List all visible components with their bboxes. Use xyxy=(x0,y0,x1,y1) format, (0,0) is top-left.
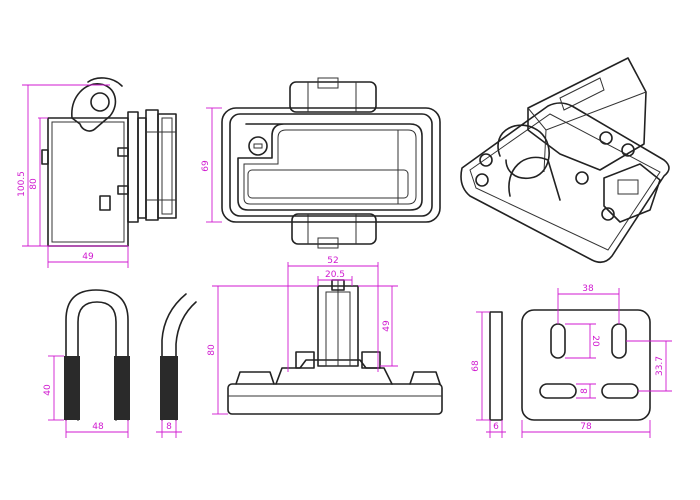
dim-plate-slot-span: 38 xyxy=(582,284,594,294)
dim-plate-slot-gap: 33.7 xyxy=(655,356,665,376)
dim-side-height-total: 100.5 xyxy=(17,171,27,197)
dim-plate-width: 78 xyxy=(580,422,592,432)
dim-side-height-body: 80 xyxy=(29,178,39,190)
dim-side-width: 49 xyxy=(82,252,94,262)
u-bolt-view: 40 48 8 xyxy=(43,289,197,438)
dim-section-post: 49 xyxy=(382,320,392,332)
dim-plate-thick: 6 xyxy=(493,422,499,432)
dim-section-inner: 20.5 xyxy=(325,270,345,280)
dim-plate-slot-len: 20 xyxy=(590,335,600,347)
dim-section-height: 80 xyxy=(207,344,217,356)
side-view: 100.5 80 49 xyxy=(17,77,177,268)
dim-plate-height: 68 xyxy=(471,360,481,372)
isometric-view xyxy=(460,57,670,264)
dim-front-height: 69 xyxy=(201,160,211,172)
front-view: 69 xyxy=(201,77,441,249)
mounting-plate-view: 38 20 33.7 8 68 6 78 xyxy=(471,284,672,438)
dim-plate-slot-w: 8 xyxy=(580,388,590,394)
dim-section-width: 52 xyxy=(327,256,338,266)
section-view: 52 20.5 49 80 xyxy=(207,256,443,415)
dim-bolt-thread: 40 xyxy=(43,384,53,396)
dim-bolt-rod: 8 xyxy=(166,422,172,432)
dim-bolt-width: 48 xyxy=(92,422,104,432)
